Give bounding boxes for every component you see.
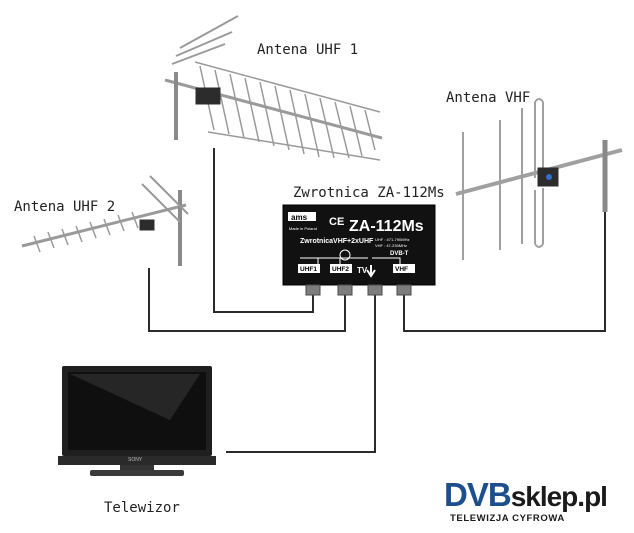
uhf1-antenna [164, 15, 383, 161]
label-splitter: Zwrotnica ZA-112Ms [293, 185, 445, 201]
label-uhf1: Antena UHF 1 [257, 42, 359, 58]
recycle-icon [339, 249, 351, 261]
cable-uhf2 [148, 268, 346, 332]
device-made-in: Made in Poland [289, 226, 317, 231]
logo-sklep: sklep.pl [510, 481, 608, 512]
splitter-box: ams CE ZA-112Ms Made in Poland Zwrotnica… [282, 204, 436, 296]
connector-vhf [396, 284, 412, 296]
cable-uhf1 [213, 148, 314, 313]
label-uhf2: Antena UHF 2 [14, 199, 116, 215]
port-tv-label: TV [357, 266, 368, 275]
device-subtitle: ZwrotnicaVHF+2xUHF [300, 238, 374, 245]
device-standard: DVB-T [390, 251, 409, 257]
vhf-antenna [455, 98, 623, 260]
cable-vhf [403, 212, 606, 332]
uhf2-antenna [21, 175, 189, 266]
device-model: ZA-112Ms [349, 218, 424, 235]
arrow-down-icon [366, 265, 376, 278]
logo-dvb: DVB [444, 476, 512, 513]
label-vhf: Antena VHF [446, 90, 531, 106]
device-spec-uhf: UHF : 471-790MHz [375, 237, 409, 242]
device-spec-vhf: VHF : 47-230MHz [375, 243, 407, 248]
device-ce: CE [329, 216, 344, 228]
connector-uhf1 [305, 284, 321, 296]
tv-brand: SONY [128, 457, 143, 463]
port-uhf1-label: UHF1 [300, 266, 317, 273]
device-brand: ams [291, 213, 308, 222]
port-vhf-label: VHF [395, 266, 408, 273]
connector-tv [367, 284, 383, 296]
tv [58, 366, 216, 476]
connector-uhf2 [337, 284, 353, 296]
port-uhf2-label: UHF2 [332, 266, 349, 273]
dvbsklep-logo: DVBsklep.pl TELEWIZJA CYFROWA [444, 476, 619, 524]
cables [148, 148, 606, 453]
label-tv: Telewizor [104, 500, 180, 516]
logo-tagline: TELEWIZJA CYFROWA [450, 513, 565, 524]
cable-tv [226, 295, 376, 453]
